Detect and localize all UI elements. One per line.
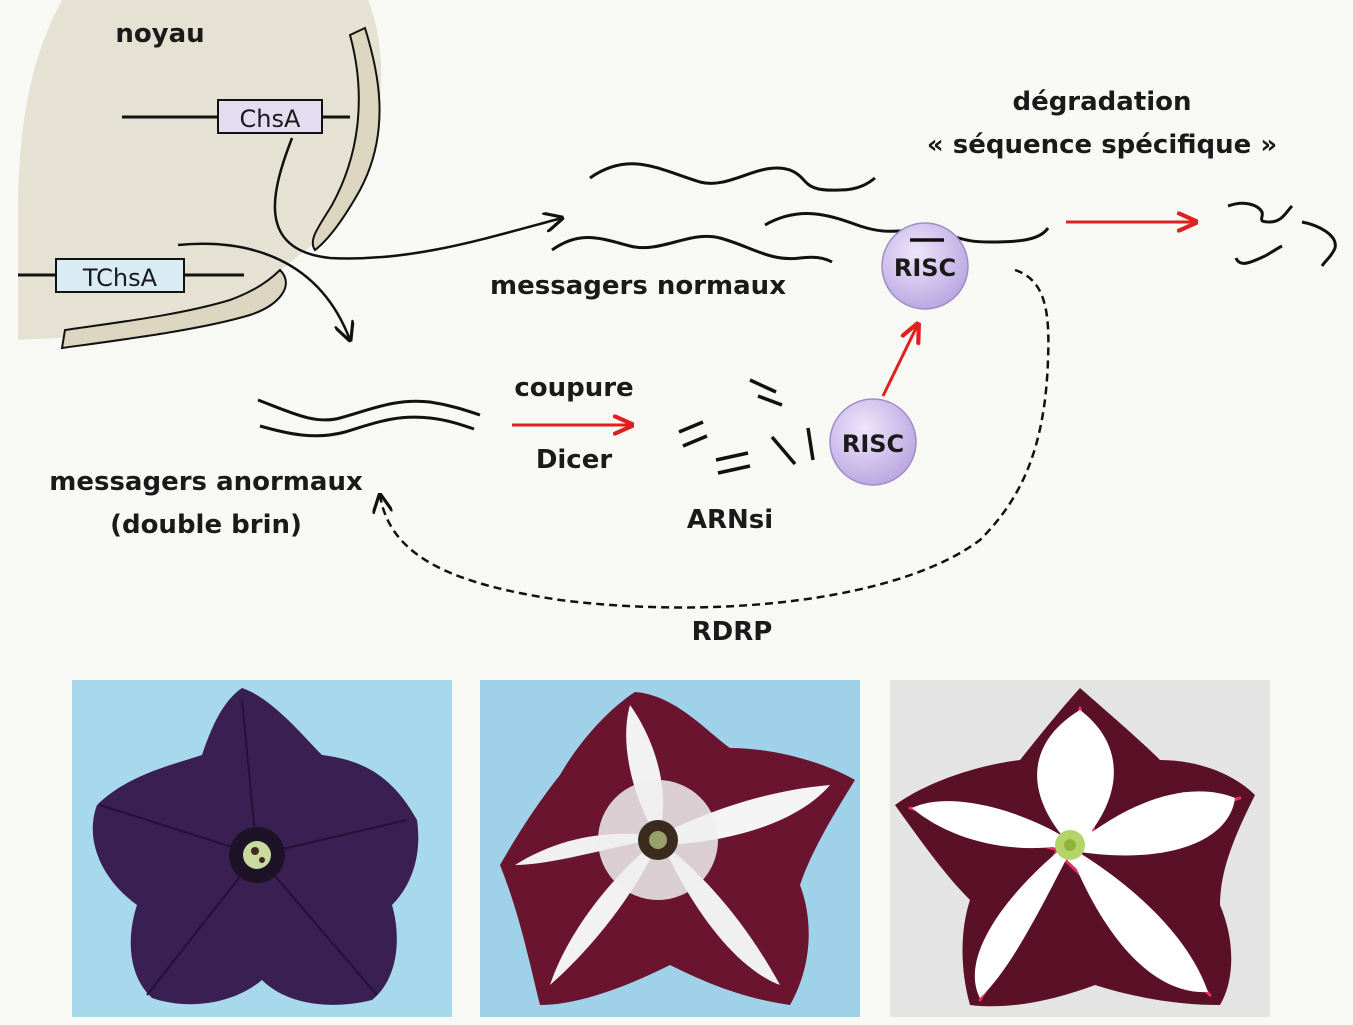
dsrna-strand-top bbox=[257, 398, 481, 422]
sirna-label: ARNsi bbox=[687, 505, 773, 535]
degraded-fragment-1 bbox=[1227, 201, 1294, 224]
risc-loading-arrow bbox=[881, 324, 918, 397]
petunia-photo-row bbox=[72, 680, 1272, 1017]
tchsa-gene-box bbox=[55, 258, 185, 293]
tchsa-transcript-arrow bbox=[177, 242, 350, 340]
tchsa-gene-label: TChsA bbox=[82, 264, 158, 292]
petunia-star-photo bbox=[890, 680, 1270, 1017]
rdrp-feedback-arrow bbox=[380, 268, 1050, 609]
chsa-gene-label: ChsA bbox=[240, 105, 301, 133]
petunia-variegated-photo bbox=[480, 680, 860, 1017]
nucleus-region bbox=[18, 0, 382, 340]
abnormal-messengers-label: messagers anormaux bbox=[49, 467, 363, 497]
degradation-label: dégradation bbox=[1012, 87, 1191, 117]
nucleus-label: noyau bbox=[115, 19, 204, 49]
dsrna-strand-bottom bbox=[259, 415, 475, 438]
dicer-label: Dicer bbox=[536, 445, 613, 475]
sirna-duplexes bbox=[678, 378, 815, 475]
normal-messengers-label: messagers normaux bbox=[490, 271, 786, 301]
nuclear-membrane-upper bbox=[311, 26, 381, 252]
degraded-fragment-3 bbox=[1301, 220, 1337, 267]
rdrp-label: RDRP bbox=[692, 617, 773, 647]
cut-label: coupure bbox=[514, 373, 633, 403]
rna-silencing-diagram: ChsA TChsA RISC RISC noyau dé bbox=[18, 0, 1337, 647]
chsa-gene-box bbox=[217, 99, 323, 134]
chsa-transcript-arrow bbox=[273, 137, 562, 260]
risc-upper-label: RISC bbox=[894, 254, 956, 282]
petunia-purple-photo bbox=[72, 680, 452, 1017]
risc-complex-lower bbox=[829, 398, 917, 486]
normal-mrna-strand-1 bbox=[589, 162, 876, 192]
risc-complex-upper bbox=[881, 222, 969, 310]
double-strand-label: (double brin) bbox=[110, 510, 302, 540]
nuclear-membrane-lower bbox=[60, 268, 287, 350]
sequence-specific-label: « séquence spécifique » bbox=[927, 130, 1277, 160]
risc-lower-label: RISC bbox=[842, 430, 904, 458]
normal-mrna-strand-2 bbox=[551, 234, 833, 264]
degraded-fragment-2 bbox=[1234, 244, 1283, 265]
